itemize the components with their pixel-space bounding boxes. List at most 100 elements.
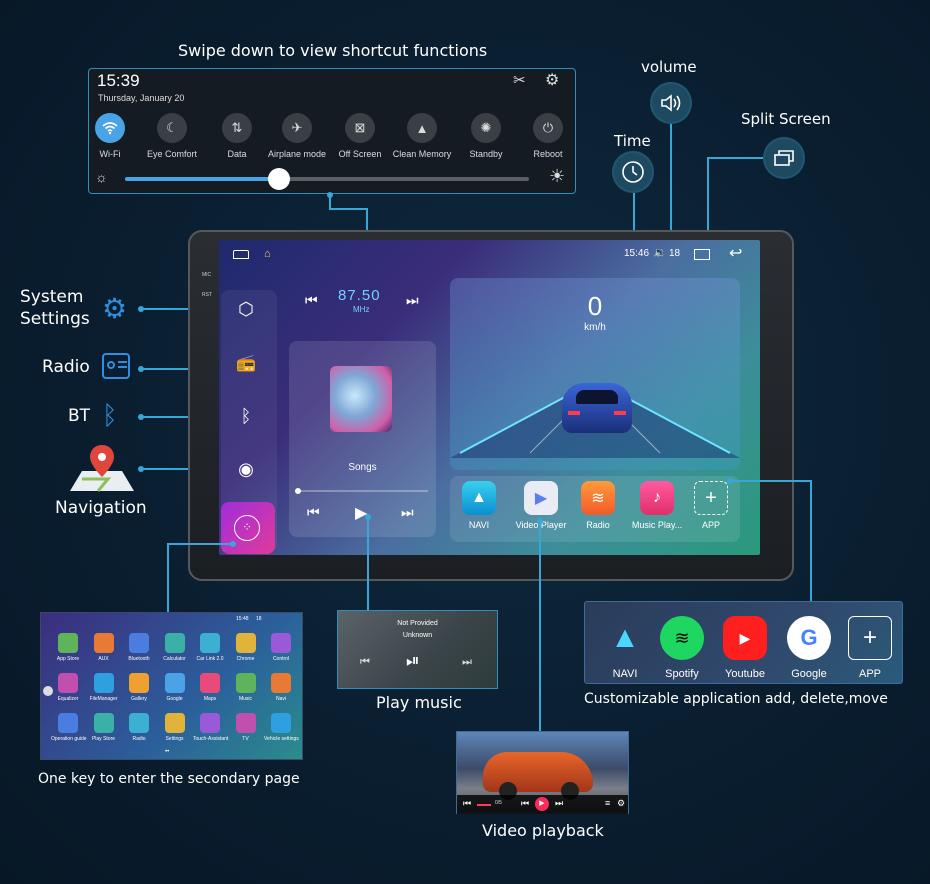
shortcut-reboot[interactable]: ⏻ Reboot — [516, 113, 580, 159]
sidebar-bluetooth-icon[interactable]: ᛒ — [240, 405, 252, 426]
video-progress[interactable] — [477, 804, 491, 806]
secondary-app-tile[interactable]: Control — [264, 633, 298, 662]
dock-app-add[interactable]: + APP — [685, 481, 737, 530]
sidebar-settings-icon[interactable]: ⬡ — [238, 298, 254, 319]
music-progress[interactable] — [295, 488, 428, 494]
shortcut-data[interactable]: ⇅ Data — [205, 113, 269, 159]
secondary-app-tile[interactable]: TV — [229, 713, 263, 742]
dock-app-navi[interactable]: ▲ NAVI — [453, 481, 505, 530]
shortcut-off-screen[interactable]: ⊠ Off Screen — [328, 113, 392, 159]
radio-prev-icon[interactable]: ⏮ — [305, 292, 318, 308]
shortcut-eye-comfort[interactable]: ☾ Eye Comfort — [140, 113, 204, 159]
settings-gear-icon[interactable]: ⚙ — [545, 72, 560, 89]
secondary-side-button[interactable] — [43, 686, 53, 696]
video-player-screen[interactable]: ⏮ 0/5 ⏮ ▶ ⏭ ≡ ⚙ — [456, 731, 629, 814]
secondary-app-tile[interactable]: App Store — [51, 633, 85, 662]
music-pause-icon[interactable]: ⏯ — [406, 651, 420, 670]
music-progress-knob[interactable] — [295, 488, 301, 494]
app-icon — [271, 713, 291, 733]
dock-app-video-player[interactable]: ▶ Video Player — [514, 481, 568, 530]
secondary-app-tile[interactable]: Maps — [193, 673, 227, 702]
brightness-low-icon: ☼ — [95, 169, 108, 185]
video-play-button[interactable]: ▶ — [535, 797, 549, 811]
shortcut-wifi[interactable]: Wi-Fi — [78, 113, 142, 159]
music-prev-small-icon[interactable]: ⏮ — [360, 656, 370, 668]
app-name: AUX — [98, 656, 109, 662]
secondary-app-tile[interactable]: Operation guide — [51, 713, 87, 742]
app-icon — [200, 713, 220, 733]
plus-large-icon: + — [848, 616, 892, 660]
dock-app-radio[interactable]: ≋ Radio — [572, 481, 624, 530]
video-prev-icon[interactable]: ⏮ — [463, 798, 472, 808]
app-icon — [200, 673, 220, 693]
secondary-app-tile[interactable]: Radio — [122, 713, 156, 742]
radio-label: Radio — [42, 357, 90, 377]
app-name: TV — [242, 736, 249, 742]
edit-app-youtube[interactable]: ▶ Youtube — [716, 616, 774, 680]
secondary-app-tile[interactable]: Equalizer — [51, 673, 85, 702]
app-icon — [235, 713, 256, 733]
shortcut-standby[interactable]: ✺ Standby — [454, 113, 518, 159]
radio-next-icon[interactable]: ⏭ — [406, 292, 419, 308]
secondary-app-tile[interactable]: Calculator — [158, 633, 192, 662]
edit-app-spotify[interactable]: ≋ Spotify — [653, 616, 711, 680]
speed-card: 0 km/h — [450, 278, 740, 470]
scissors-icon[interactable]: ✂ — [513, 72, 526, 89]
secondary-app-tile[interactable]: FileManager — [87, 673, 121, 702]
secondary-app-tile[interactable]: Navi — [264, 673, 298, 702]
music-play-icon[interactable]: ▶ — [355, 505, 368, 522]
video-forward-icon[interactable]: ⏭ — [555, 798, 564, 808]
dock-app-music-player[interactable]: ♪ Music Play... — [629, 481, 685, 530]
music-next-small-icon[interactable]: ⏭ — [462, 656, 472, 668]
brightness-knob[interactable] — [267, 168, 290, 190]
split-screen-icon — [763, 137, 805, 179]
app-edit-caption: Customizable application add, delete,mov… — [584, 691, 888, 707]
music-next-icon[interactable]: ⏭ — [401, 504, 414, 520]
home-outline-icon[interactable] — [233, 250, 249, 259]
secondary-app-tile[interactable]: Play Store — [87, 713, 121, 742]
brightness-slider[interactable] — [125, 168, 529, 190]
edit-app-navi[interactable]: ▲ NAVI — [596, 616, 654, 680]
secondary-app-tile[interactable]: Settings — [158, 713, 192, 742]
sidebar-apps-button[interactable]: ⁘ — [221, 502, 275, 554]
navi-arrow-icon: ▲ — [462, 481, 496, 515]
status-volume-value: 18 — [669, 248, 681, 259]
edit-app-google[interactable]: G Google — [780, 616, 838, 680]
video-back-icon[interactable]: ⏮ — [521, 798, 530, 808]
split-screen-label: Split Screen — [741, 110, 831, 128]
home-app-icon[interactable]: ⌂ — [264, 248, 271, 260]
wifi-icon — [95, 113, 125, 143]
system-settings-label-1: System — [20, 287, 84, 307]
secondary-app-tile[interactable]: Car Link 2.0 — [193, 633, 227, 662]
music-prev-icon[interactable]: ⏮ — [307, 504, 320, 520]
music-card[interactable]: Songs ⏮ ▶ ⏭ — [289, 341, 436, 537]
video-settings-icon[interactable]: ⚙ — [617, 798, 626, 808]
secondary-status-volume: 18 — [256, 616, 262, 622]
edit-app-add[interactable]: + APP — [841, 616, 899, 680]
brightness-fill — [125, 177, 279, 181]
album-art — [330, 366, 392, 432]
secondary-app-tile[interactable]: AUX — [87, 633, 121, 662]
secondary-app-tile[interactable]: Vehicle settings — [264, 713, 299, 742]
back-icon[interactable]: ↩ — [729, 245, 743, 262]
split-screen-status-icon[interactable] — [694, 249, 710, 260]
secondary-app-tile[interactable]: Bluetooth — [122, 633, 156, 662]
video-list-icon[interactable]: ≡ — [605, 798, 611, 808]
secondary-app-tile[interactable]: Chrome — [229, 633, 263, 662]
sidebar-navigation-icon[interactable]: ◉ — [238, 458, 254, 479]
app-name: Bluetooth — [128, 656, 150, 662]
app-name: Car Link 2.0 — [196, 656, 224, 662]
secondary-app-tile[interactable]: Gallery — [122, 673, 156, 702]
shortcut-airplane[interactable]: ✈ Airplane mode — [265, 113, 329, 159]
secondary-app-tile[interactable]: Google — [158, 673, 192, 702]
secondary-app-tile[interactable]: Touch-Assistant — [193, 713, 228, 742]
secondary-app-tile[interactable]: Music — [229, 673, 263, 702]
app-icon — [271, 673, 291, 693]
shortcut-clean-memory[interactable]: ▲ Clean Memory — [390, 113, 454, 159]
radio-icon — [102, 353, 130, 379]
sidebar-radio-icon[interactable]: 📻 — [236, 355, 256, 372]
radio-waves-icon: ≋ — [581, 481, 615, 515]
app-icon — [93, 633, 114, 653]
music-player-screen[interactable]: Not Provided Unknown ⏮ ⏯ ⏭ — [337, 610, 498, 689]
